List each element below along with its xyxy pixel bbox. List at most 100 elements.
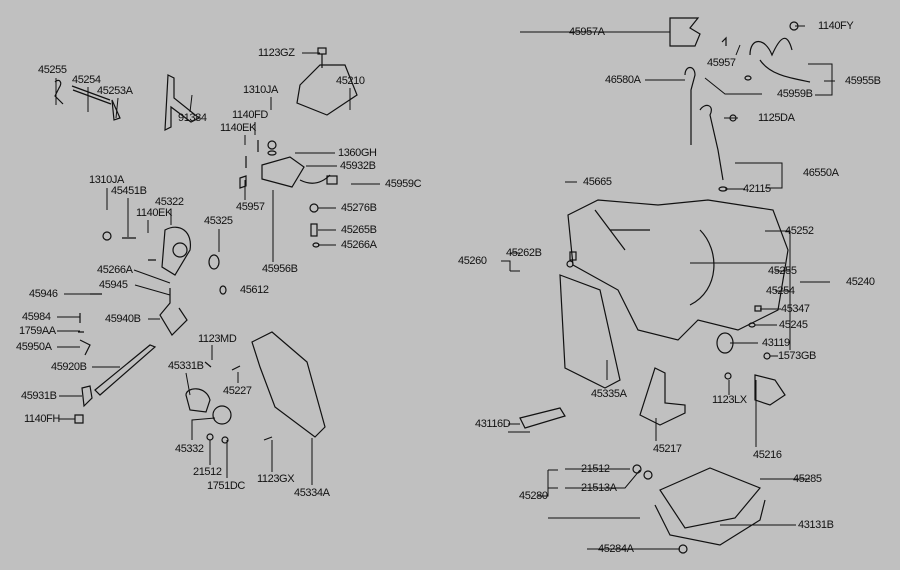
part-label[interactable]: 1310JA (89, 174, 124, 186)
part-label[interactable]: 45240 (846, 276, 875, 288)
right-parts (519, 17, 811, 554)
part-label[interactable]: 45945 (99, 279, 128, 291)
nut-1310JA (267, 140, 277, 150)
part-label[interactable]: 1573GB (778, 350, 816, 362)
governor-45331B (185, 388, 211, 413)
part-label[interactable]: 45217 (653, 443, 682, 455)
part-label[interactable]: 45253A (97, 85, 133, 97)
part-label[interactable]: 45950A (16, 341, 52, 353)
oring-45332 (212, 405, 232, 425)
part-label[interactable]: 45959C (385, 178, 422, 190)
part-label[interactable]: 46580A (605, 74, 641, 86)
sealant-tube-43116D (519, 407, 566, 429)
part-label[interactable]: 45322 (155, 196, 184, 208)
part-label[interactable]: 45347 (781, 303, 810, 315)
lever-45253A (111, 99, 121, 121)
part-label[interactable]: 45957 (236, 201, 265, 213)
clip-45957 (721, 36, 727, 46)
part-label[interactable]: 1123LX (712, 394, 747, 406)
part-label[interactable]: 45932B (340, 160, 376, 172)
bracket-45210 (296, 64, 358, 116)
part-label[interactable]: 45216 (753, 449, 782, 461)
part-label[interactable]: 45210 (336, 75, 365, 87)
dipstick-46580A (684, 66, 696, 145)
part-label[interactable]: 21512 (193, 466, 222, 478)
part-label[interactable]: 1140FD (232, 109, 268, 121)
part-label[interactable]: 1123MD (198, 333, 237, 345)
part-label[interactable]: 45451B (111, 185, 147, 197)
part-label[interactable]: 1759AA (19, 325, 56, 337)
part-label[interactable]: 45331B (168, 360, 204, 372)
part-label[interactable]: 45931B (21, 390, 57, 402)
part-label[interactable]: 45325 (204, 215, 233, 227)
part-label[interactable]: 45255 (768, 265, 797, 277)
part-label[interactable]: 45280 (519, 490, 548, 502)
part-label[interactable]: 1123GZ (258, 47, 295, 59)
cover-45334A (251, 331, 326, 438)
part-label[interactable]: 1140FH (24, 413, 60, 425)
left-parts (54, 47, 358, 444)
part-label[interactable]: 1360GH (338, 147, 377, 159)
part-label[interactable]: 45665 (583, 176, 612, 188)
part-label[interactable]: 1310JA (243, 84, 278, 96)
part-label[interactable]: 45255 (38, 64, 67, 76)
part-label[interactable]: 91384 (178, 112, 207, 124)
part-label[interactable]: 45276B (341, 202, 377, 214)
part-label[interactable]: 45266A (341, 239, 377, 251)
part-label[interactable]: 43119 (762, 337, 790, 349)
bracket-45957A (669, 17, 701, 47)
part-label[interactable]: 45285 (793, 473, 822, 485)
part-label[interactable]: 45284A (598, 543, 634, 555)
transmission-case-45240 (567, 199, 789, 341)
part-label[interactable]: 43116D (475, 418, 511, 430)
part-label[interactable]: 45957A (569, 26, 605, 38)
part-label[interactable]: 45227 (223, 385, 252, 397)
oil-pan-45280 (654, 499, 766, 546)
part-label[interactable]: 1140EK (220, 122, 256, 134)
part-label[interactable]: 45245 (779, 319, 808, 331)
part-label[interactable]: 45920B (51, 361, 87, 373)
seal-43119 (716, 332, 734, 354)
part-label[interactable]: 43131B (798, 519, 834, 531)
part-label[interactable]: 45262B (506, 247, 542, 259)
part-label[interactable]: 1125DA (758, 112, 795, 124)
bracket-91384 (164, 74, 201, 131)
part-label[interactable]: 45946 (29, 288, 58, 300)
part-label[interactable]: 45332 (175, 443, 204, 455)
part-label[interactable]: 1123GX (257, 473, 295, 485)
part-label[interactable]: 45265B (341, 224, 377, 236)
part-label[interactable]: 1751DC (207, 480, 245, 492)
part-label[interactable]: 45957 (707, 57, 736, 69)
part-label[interactable]: 45959B (777, 88, 813, 100)
part-label[interactable]: 45260 (458, 255, 487, 267)
harness-45955B (749, 37, 811, 83)
part-label[interactable]: 1140EK (136, 207, 172, 219)
lever-45940B (90, 288, 188, 336)
part-label[interactable]: 45254 (766, 285, 795, 297)
bracket-45216 (754, 374, 786, 406)
switch-45956B (245, 140, 305, 188)
seal-45325 (208, 254, 220, 270)
part-label[interactable]: 21513A (581, 482, 617, 494)
part-label[interactable]: 45335A (591, 388, 627, 400)
bracket-45957 (239, 175, 247, 189)
part-label[interactable]: 45612 (240, 284, 269, 296)
part-label[interactable]: 45940B (105, 313, 141, 325)
tube-46550A (699, 104, 724, 181)
bracket-45217 (639, 367, 686, 426)
part-label[interactable]: 45984 (22, 311, 51, 323)
part-label[interactable]: 45252 (785, 225, 814, 237)
part-label[interactable]: 1140FY (818, 20, 854, 32)
cover-45322 (161, 226, 192, 276)
part-label[interactable]: 45955B (845, 75, 881, 87)
part-label[interactable]: 45254 (72, 74, 101, 86)
part-label[interactable]: 21512 (581, 463, 610, 475)
part-label[interactable]: 45266A (97, 264, 133, 276)
part-label[interactable]: 45334A (294, 487, 330, 499)
gasket-45335A (559, 274, 621, 389)
part-label[interactable]: 42115 (743, 183, 771, 195)
part-label[interactable]: 45956B (262, 263, 298, 275)
rod-45920B (94, 344, 157, 396)
part-label[interactable]: 46550A (803, 167, 839, 179)
